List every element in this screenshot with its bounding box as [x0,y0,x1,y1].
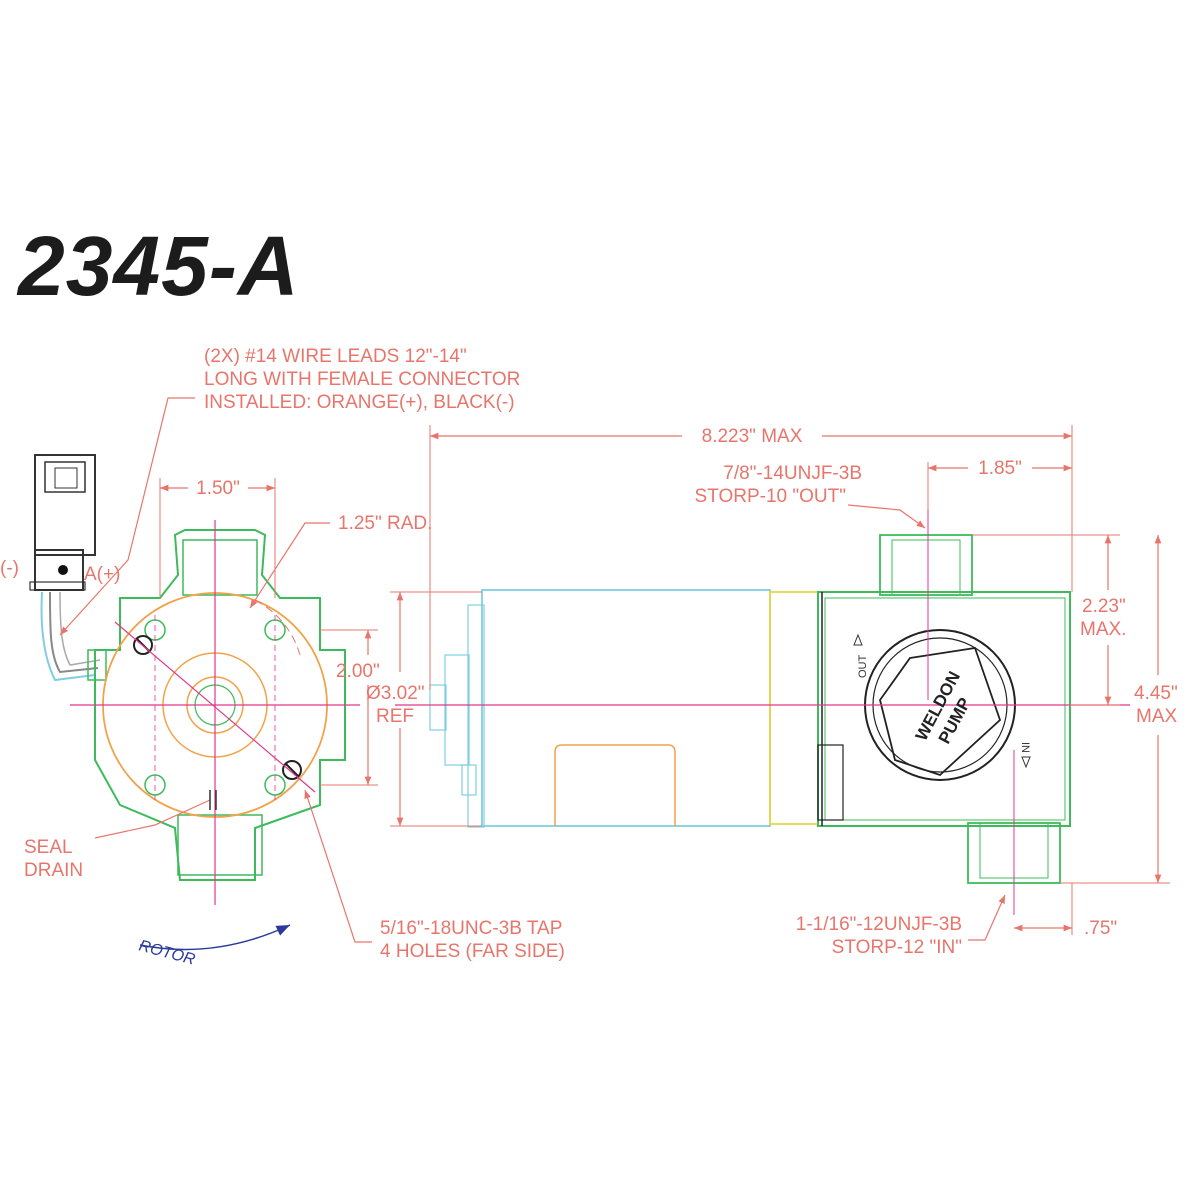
rotor-label: ROTOR [137,937,197,968]
negative-terminal-label: (-) [0,558,19,579]
wire-connector [29,454,96,591]
rotor-direction-arrow [139,924,291,951]
dim-1-25-rad: 1.25" RAD. [338,513,432,534]
dim-4-45: 4.45" [1134,683,1178,704]
side-view [390,425,1170,941]
part-number-title: 2345-A [18,219,300,313]
motor-can [481,589,771,827]
connector-pin-icon [58,565,68,575]
dim-1-50: 1.50" [196,478,240,499]
dim-2-23: 2.23" [1082,596,1126,617]
dim-0-75: .75" [1084,918,1117,939]
out-port-spec-line1: 7/8"-14UNJF-3B [723,463,862,484]
seal-label: SEAL [24,837,73,858]
wire-leads-note-line1: (2X) #14 WIRE LEADS 12"-14" [204,346,467,367]
in-marking: IN [1019,742,1031,753]
wire-leads-note-line2: LONG WITH FEMALE CONNECTOR [204,369,520,390]
ref-label: REF [376,706,414,727]
wire-lead [59,591,101,666]
wire-leads-leader [59,397,195,636]
in-port-spec-line2: STORP-12 "IN" [832,937,962,958]
dim-4-45-max: MAX [1136,706,1178,727]
motor-nameplate [554,744,676,826]
tap-note-line2: 4 HOLES (FAR SIDE) [380,941,565,962]
out-port-spec-line2: STORP-10 "OUT" [695,486,846,507]
tap-note-line1: 5/16"-18UNC-3B TAP [380,918,562,939]
dim-2-00: 2.00" [336,661,380,682]
dim-8-223-max: 8.223" MAX [702,426,803,447]
adapter-band [769,591,819,825]
end-view [29,397,378,951]
out-port [879,534,973,596]
dim-1-85: 1.85" [978,458,1022,479]
dim-2-23-max: MAX. [1080,619,1126,640]
wire-lead [49,591,99,674]
in-port-spec-line1: 1-1/16"-12UNJF-3B [796,914,962,935]
wire-leads-note-line3: INSTALLED: ORANGE(+), BLACK(-) [204,392,515,413]
dim-3-02-dia: Ø3.02" [366,683,425,704]
drain-label: DRAIN [24,860,83,881]
positive-terminal-label: A(+) [84,564,120,585]
out-marking: OUT [857,655,869,679]
wire-lead [40,591,96,682]
